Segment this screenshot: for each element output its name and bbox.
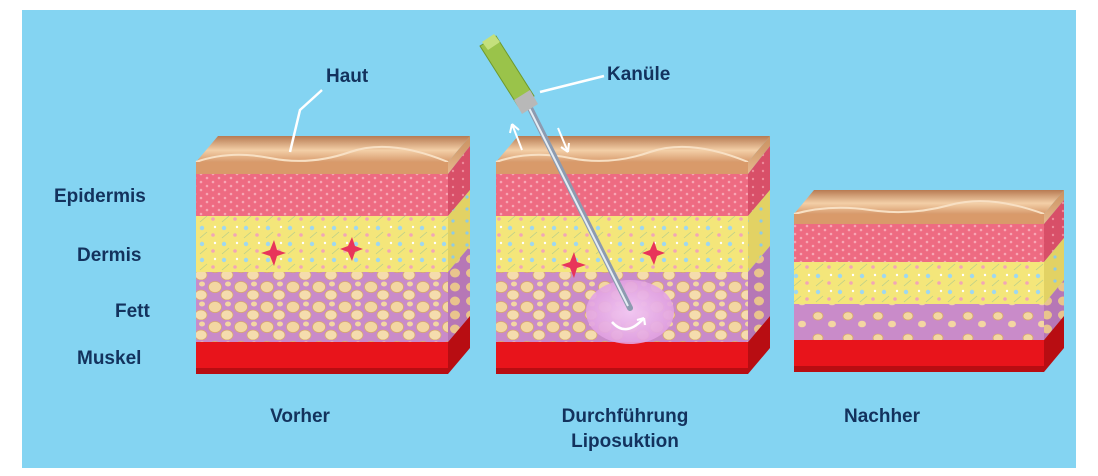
label-haut: Haut — [326, 66, 368, 88]
caption-durchfuehrung-line2: Liposuktion — [540, 429, 710, 454]
label-muskel: Muskel — [77, 348, 141, 370]
caption-durchfuehrung: Durchführung Liposuktion — [540, 404, 710, 454]
label-epidermis: Epidermis — [54, 186, 146, 208]
label-fett: Fett — [115, 301, 150, 323]
kanuele-leader-line — [540, 76, 604, 92]
caption-nachher: Nachher — [822, 404, 942, 429]
block-before — [196, 136, 470, 374]
block-after — [794, 190, 1064, 372]
suction-area — [586, 280, 674, 344]
caption-durchfuehrung-line1: Durchführung — [540, 404, 710, 429]
caption-vorher: Vorher — [250, 404, 350, 429]
label-kanuele: Kanüle — [607, 64, 670, 86]
label-dermis: Dermis — [77, 245, 141, 267]
